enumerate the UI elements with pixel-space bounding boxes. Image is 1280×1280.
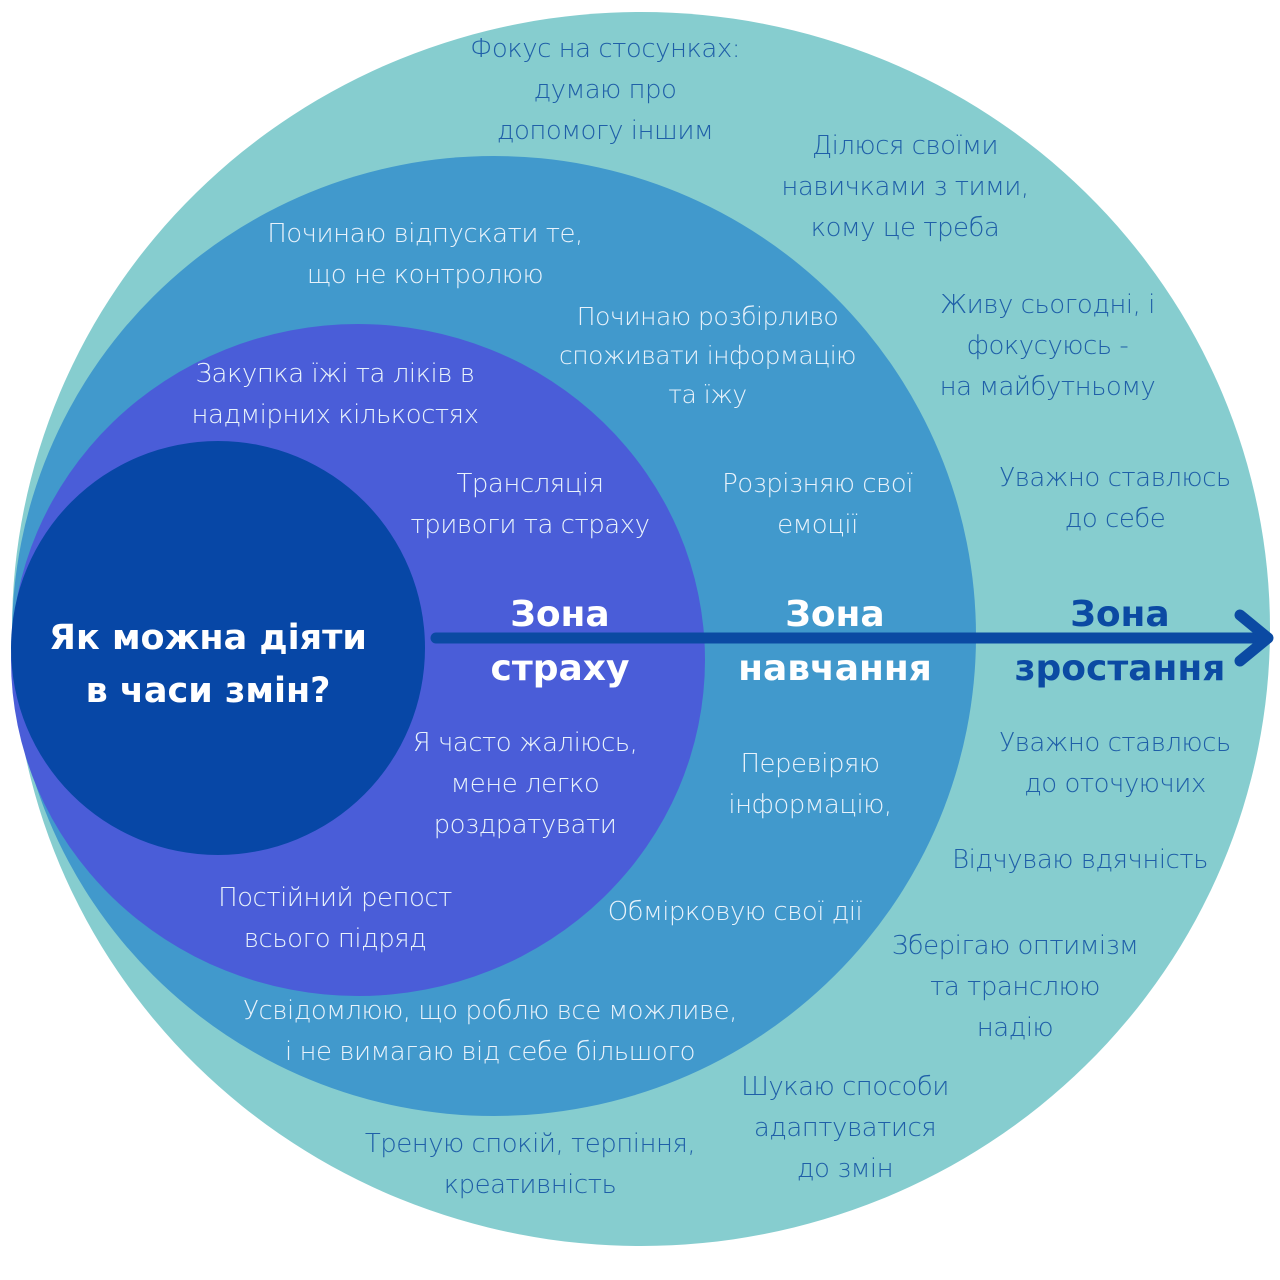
center-question: Як можна діяти в часи змін? xyxy=(49,618,367,711)
growth-item: Зберігаю оптимізм та транслюю надію xyxy=(891,931,1139,1043)
fear-zone-title: Зона страху xyxy=(490,594,630,689)
fear-item: Трансляція тривоги та страху xyxy=(410,469,650,540)
fear-item: Постійний репост всього підряд xyxy=(218,883,452,954)
learning-item: Розрізняю свої емоції xyxy=(722,469,913,540)
growth-item: Живу сьогодні, і фокусуюсь - на майбутнь… xyxy=(939,290,1156,402)
arrow-right-icon xyxy=(430,609,1274,667)
fear-item: Закупка їжі та ліків в надмірних кількос… xyxy=(191,359,479,430)
fear-item: Я часто жаліюсь, мене легко роздратувати xyxy=(412,728,638,840)
growth-item: Фокус на стосунках: думаю про допомогу і… xyxy=(469,34,741,146)
learning-item: Перевіряю інформацію, xyxy=(728,749,892,820)
growth-item: Відчуваю вдячність xyxy=(952,845,1208,875)
growth-item: Уважно ставлюсь до оточуючих xyxy=(999,728,1231,799)
growth-zone-title: Зона зростання xyxy=(1014,594,1226,689)
growth-item: Треную спокій, терпіння, креативність xyxy=(364,1129,696,1200)
learning-item: Починаю відпускати те, що не контролюю xyxy=(267,219,583,290)
growth-item: Шукаю способи адаптуватися до змін xyxy=(741,1072,949,1184)
growth-item: Ділюся своїми навичками з тими, кому це … xyxy=(781,131,1029,243)
learning-item: Усвідомлюю, що роблю все можливе, і не в… xyxy=(243,996,737,1067)
learning-zone-title: Зона навчання xyxy=(738,594,932,689)
center-circle xyxy=(11,441,425,855)
growth-item: Уважно ставлюсь до себе xyxy=(999,463,1231,534)
learning-item: Починаю розбірливо споживати інформацію … xyxy=(559,302,856,409)
learning-item: Обмірковую свої дії xyxy=(607,897,863,927)
